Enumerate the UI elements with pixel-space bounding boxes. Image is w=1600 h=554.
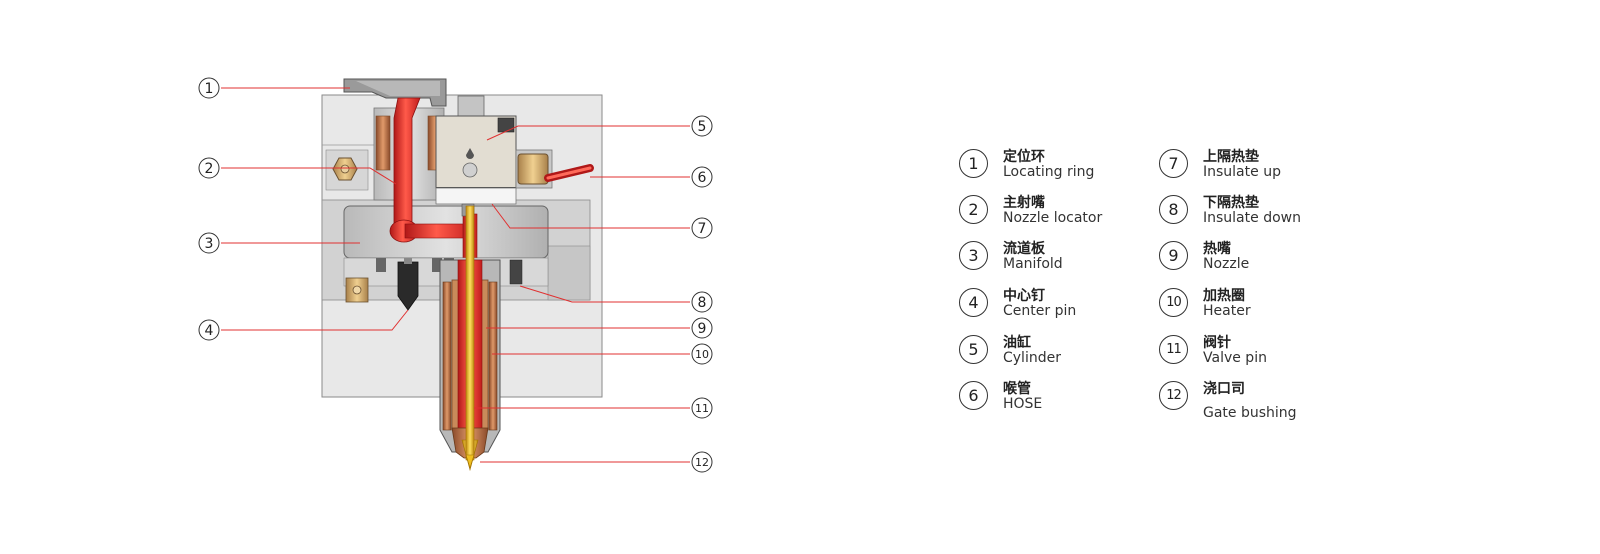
legend-label-zh-4: 中心钉 xyxy=(1003,288,1045,304)
callout-number-11: 11 xyxy=(695,402,709,415)
legend-label-en-8: Insulate down xyxy=(1203,210,1301,226)
callout-number-1: 1 xyxy=(205,81,214,97)
legend-label-zh-9: 热嘴 xyxy=(1203,241,1231,257)
legend-number-11: 11 xyxy=(1159,335,1188,364)
legend-item-insulate-down: 8 下隔热垫 Insulate down xyxy=(1155,189,1355,235)
legend-number-3: 3 xyxy=(959,241,988,270)
legend-number-8: 8 xyxy=(1159,195,1188,224)
callout-line-7 xyxy=(491,203,690,229)
legend-number-12: 12 xyxy=(1159,381,1188,410)
legend-label-zh-1: 定位环 xyxy=(1003,149,1045,165)
callout-circle-6 xyxy=(691,166,713,188)
legend-label-zh-2: 主射嘴 xyxy=(1003,195,1045,211)
legend-label-zh-3: 流道板 xyxy=(1003,241,1045,257)
center-pin xyxy=(397,261,419,311)
legend-item-center-pin: 4 中心钉 Center pin xyxy=(955,282,1155,328)
callout-line-5 xyxy=(486,125,690,141)
callout-number-10: 10 xyxy=(695,348,709,361)
legend-number-1: 1 xyxy=(959,149,988,178)
legend-label-en-4: Center pin xyxy=(1003,303,1077,319)
callout-number-3: 3 xyxy=(205,236,214,252)
legend-label-en-3: Manifold xyxy=(1003,256,1063,272)
callout-number-5: 5 xyxy=(698,119,707,135)
legend-label-en-9: Nozzle xyxy=(1203,256,1250,272)
callout-number-6: 6 xyxy=(698,170,707,186)
legend-number-7: 7 xyxy=(1159,149,1188,178)
legend-item-cylinder: 5 油缸 Cylinder xyxy=(955,329,1155,375)
callout-circle-8 xyxy=(691,291,713,313)
legend-label-en-2: Nozzle locator xyxy=(1003,210,1103,226)
callout-number-4: 4 xyxy=(205,323,214,339)
hot-runner-diagram: 1 2 3 4 5 6 7 8 9 10 11 12 xyxy=(0,0,780,550)
legend-label-zh-5: 油缸 xyxy=(1003,335,1031,351)
callout-line-2 xyxy=(221,167,397,185)
callout-number-8: 8 xyxy=(698,295,707,311)
legend-label-zh-7: 上隔热垫 xyxy=(1203,149,1259,165)
legend-label-zh-6: 喉管 xyxy=(1003,381,1031,397)
legend-item-insulate-up: 7 上隔热垫 Insulate up xyxy=(1155,143,1355,189)
callout-circle-1 xyxy=(198,77,220,99)
legend-item-nozzle-locator: 2 主射嘴 Nozzle locator xyxy=(955,189,1155,235)
callout-number-9: 9 xyxy=(698,321,707,337)
insulate-up xyxy=(435,187,517,205)
valve-pin xyxy=(465,205,475,461)
legend-item-gate-bushing: 12 浇口司 Gate bushing xyxy=(1155,375,1355,421)
legend-number-6: 6 xyxy=(959,381,988,410)
callout-circle-9 xyxy=(691,317,713,339)
legend-label-en-5: Cylinder xyxy=(1003,350,1061,366)
legend-label-en-7: Insulate up xyxy=(1203,164,1281,180)
legend-label-en-1: Locating ring xyxy=(1003,164,1095,180)
hose-fitting xyxy=(517,153,549,185)
callout-number-7: 7 xyxy=(698,221,707,237)
legend-label-zh-11: 阀针 xyxy=(1203,335,1231,351)
legend-item-manifold: 3 流道板 Manifold xyxy=(955,235,1155,281)
callout-circle-5 xyxy=(691,115,713,137)
callout-circle-3 xyxy=(198,232,220,254)
callout-number-2: 2 xyxy=(205,161,214,177)
legend-number-5: 5 xyxy=(959,335,988,364)
legend-item-hose: 6 喉管 HOSE xyxy=(955,375,1155,421)
legend: 1 定位环 Locating ring 2 主射嘴 Nozzle locator… xyxy=(955,143,1375,443)
callout-number-12: 12 xyxy=(695,456,709,469)
legend-label-en-11: Valve pin xyxy=(1203,350,1267,366)
callout-circle-7 xyxy=(691,217,713,239)
legend-label-en-12: Gate bushing xyxy=(1203,405,1297,421)
legend-label-en-6: HOSE xyxy=(1003,396,1043,412)
legend-number-9: 9 xyxy=(1159,241,1188,270)
callout-circle-4 xyxy=(198,319,220,341)
legend-number-2: 2 xyxy=(959,195,988,224)
legend-number-10: 10 xyxy=(1159,288,1188,317)
legend-label-en-10: Heater xyxy=(1203,303,1251,319)
legend-number-4: 4 xyxy=(959,288,988,317)
legend-label-zh-12: 浇口司 xyxy=(1203,381,1245,397)
legend-label-zh-10: 加热圈 xyxy=(1203,288,1245,304)
callout-line-8 xyxy=(519,285,690,303)
legend-item-valve-pin: 11 阀针 Valve pin xyxy=(1155,329,1355,375)
callout-circle-12 xyxy=(691,451,713,473)
legend-label-zh-8: 下隔热垫 xyxy=(1203,195,1259,211)
callout-circle-11 xyxy=(691,397,713,419)
callout-circle-10 xyxy=(691,343,713,365)
callout-line-4 xyxy=(221,309,409,331)
legend-item-locating-ring: 1 定位环 Locating ring xyxy=(955,143,1155,189)
legend-item-nozzle: 9 热嘴 Nozzle xyxy=(1155,235,1355,281)
callout-circle-2 xyxy=(198,157,220,179)
legend-item-heater: 10 加热圈 Heater xyxy=(1155,282,1355,328)
